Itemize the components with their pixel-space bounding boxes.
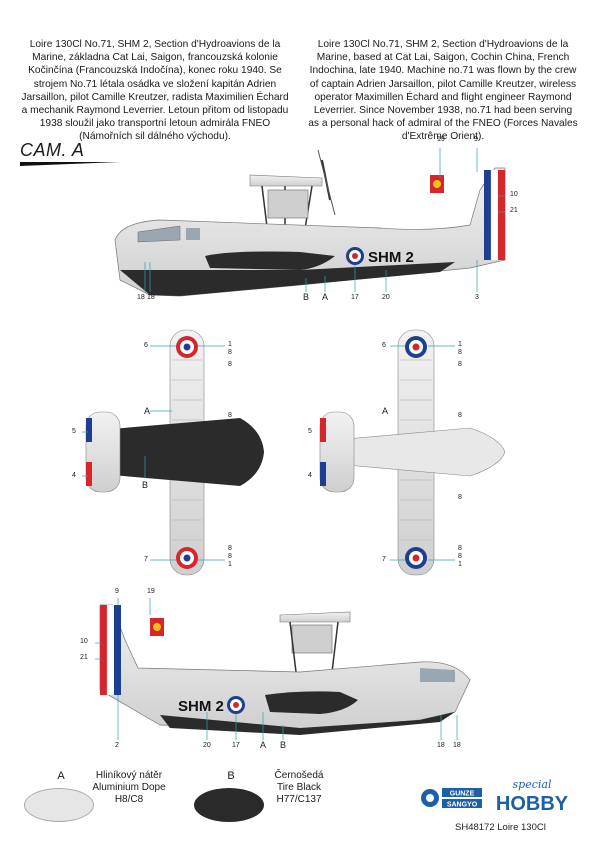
legend-text-b: Černošedá Tire Black H77/C137 <box>254 770 344 806</box>
callout: A <box>144 406 151 416</box>
callout: 10 <box>510 191 518 198</box>
english-description: Loire 130Cl No.71, SHM 2, Section d'Hydr… <box>308 39 578 143</box>
callout: 1 <box>228 561 232 568</box>
callout: 2 <box>115 742 119 749</box>
legend-b-line3: H77/C137 <box>276 794 322 805</box>
fuselage-code-left: SHM 2 <box>368 249 414 266</box>
callout-lines <box>82 148 505 740</box>
legend-b-line2: Tire Black <box>276 782 322 793</box>
title-underline <box>20 162 120 166</box>
callout: B <box>142 480 149 490</box>
callout: 7 <box>144 556 148 563</box>
swatch-tire-black <box>194 788 264 822</box>
callout: 17 <box>232 742 240 749</box>
swatch-aluminium <box>24 788 94 822</box>
callout: 8 <box>458 361 462 368</box>
callout: 5 <box>72 428 76 435</box>
sangyo-text: SANGYO <box>447 802 478 809</box>
special-text: special <box>513 778 552 791</box>
legend-letter-a: A <box>57 770 65 782</box>
callout: 9 <box>474 136 478 143</box>
legend-a-line2: Aluminium Dope <box>92 782 166 793</box>
callout: 4 <box>72 472 76 479</box>
callout: 8 <box>458 494 462 501</box>
callout: 8 <box>458 545 462 552</box>
callout: 4 <box>308 472 312 479</box>
legend-a-line1: Hliníkový nátěr <box>95 770 163 781</box>
callout: 8 <box>228 545 232 552</box>
callout: 6 <box>382 342 386 349</box>
legend-a-line3: H8/C8 <box>114 794 144 805</box>
callout: 8 <box>228 349 232 356</box>
callout: A <box>322 292 329 302</box>
callout: 20 <box>203 742 211 749</box>
callout: B <box>303 292 310 302</box>
callout: 8 <box>458 553 462 560</box>
callout: 1 <box>458 561 462 568</box>
callout: 21 <box>80 654 88 661</box>
callout: B <box>280 740 287 750</box>
callout: 20 <box>382 294 390 301</box>
callout: 8 <box>458 412 462 419</box>
callout: 6 <box>144 342 148 349</box>
callout: 7 <box>382 556 386 563</box>
legend-b-line1: Černošedá <box>274 770 324 781</box>
callout: 18 <box>147 294 155 301</box>
gunze-text: GUNZE <box>450 791 475 798</box>
callout: 18 <box>137 294 145 301</box>
callout: 3 <box>475 294 479 301</box>
callout: 18 <box>437 742 445 749</box>
hobby-text: HOBBY <box>496 793 568 815</box>
side-view-right: SHM 2 <box>99 604 471 735</box>
callout: 17 <box>351 294 359 301</box>
callout: 8 <box>458 349 462 356</box>
fuselage-code-right: SHM 2 <box>178 698 224 715</box>
callout: 8 <box>228 553 232 560</box>
callout: 1 <box>228 341 232 348</box>
legend-text-a: Hliníkový nátěr Aluminium Dope H8/C8 <box>84 770 174 806</box>
special-hobby-logo: special HOBBY <box>496 776 569 816</box>
callout: 18 <box>453 742 461 749</box>
callout: 19 <box>147 588 155 595</box>
gunze-sangyo-logo: GUNZE SANGYO <box>420 783 484 813</box>
callout: 21 <box>510 207 518 214</box>
callout: 19 <box>437 136 445 143</box>
side-view-left: SHM 2 <box>114 149 506 297</box>
callout: 9 <box>115 588 119 595</box>
callout: A <box>260 740 267 750</box>
callout: 1 <box>458 341 462 348</box>
callout: 10 <box>80 638 88 645</box>
callout: 5 <box>308 428 312 435</box>
callout: 8 <box>228 361 232 368</box>
czech-description: Loire 130Cl No.71, SHM 2, Section d'Hydr… <box>21 39 289 143</box>
bottom-view <box>319 329 506 576</box>
scheme-title: CAM. A <box>20 140 85 160</box>
top-view <box>85 329 264 576</box>
callout: 8 <box>228 412 232 419</box>
callout: A <box>382 406 389 416</box>
legend-letter-b: B <box>227 770 235 782</box>
footer-caption: SH48172 Loire 130Cl <box>455 822 546 833</box>
